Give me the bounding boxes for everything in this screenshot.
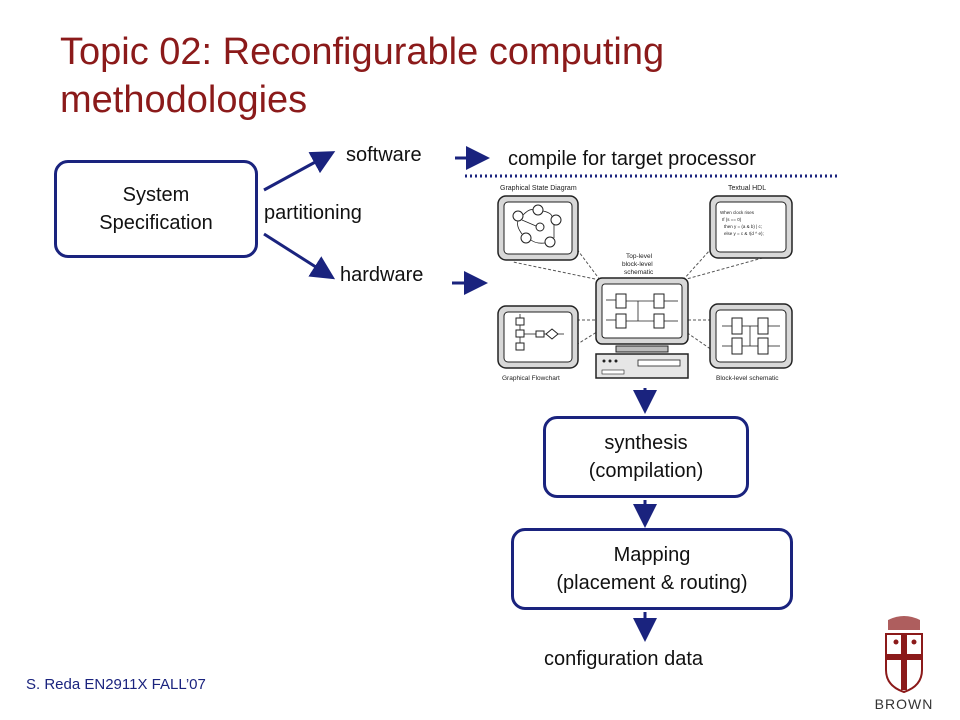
computer-monitor-icon (595, 277, 689, 379)
top-level-line3: schematic (624, 269, 654, 276)
hdl-line4: else y = c & !(d ^ e); (724, 231, 764, 236)
hdl-line2: If (s == 0) (722, 217, 742, 222)
slide-title: Topic 02: Reconfigurable computing metho… (60, 28, 880, 124)
hardware-label: hardware (340, 264, 424, 286)
top-level-line1: Top-level (626, 253, 653, 260)
synthesis-line2: (compilation) (588, 460, 704, 482)
slide-title-line2: methodologies (60, 79, 308, 121)
shield-icon (885, 616, 923, 694)
arrow-to-software (263, 151, 336, 192)
compile-target-label: compile for target processor (508, 148, 756, 170)
flowchart-edges (519, 314, 564, 343)
mapping-line2: (placement & routing) (556, 572, 748, 594)
slide-title-line1: Topic 02: Reconfigurable computing (60, 31, 665, 73)
flowchart-shapes (515, 317, 559, 351)
system-spec-line1: System (122, 184, 190, 206)
state-diagram-caption: Graphical State Diagram (500, 185, 577, 192)
textual-hdl-caption: Textual HDL (728, 185, 766, 192)
partitioning-label: partitioning (264, 202, 362, 224)
brown-logo-text: BROWN (875, 696, 934, 712)
top-level-line2: block-level (622, 261, 653, 268)
state-diagram-edges (517, 209, 555, 244)
design-entry-illustration: Graphical State Diagram Textual HDL When… (497, 185, 793, 382)
synthesis-line1: synthesis (604, 432, 688, 454)
configuration-data-label: configuration data (544, 648, 704, 670)
footer-credit: S. Reda EN2911X FALL’07 (26, 676, 206, 693)
flowchart-caption: Graphical Flowchart (502, 375, 560, 382)
system-specification-box: System Specification (54, 160, 258, 258)
synthesis-box: synthesis (compilation) (543, 416, 749, 498)
mapping-line1: Mapping (613, 544, 691, 566)
hdl-line1: When clock rises (720, 210, 755, 215)
system-spec-line2: Specification (99, 212, 213, 234)
mapping-box: Mapping (placement & routing) (511, 528, 793, 610)
hdl-line3: then y = (a & b) | c; (724, 224, 762, 229)
brown-logo: BROWN (875, 616, 934, 712)
software-label: software (346, 144, 422, 166)
block-schematic-caption: Block-level schematic (716, 375, 779, 382)
arrow-to-hardware (263, 232, 336, 280)
